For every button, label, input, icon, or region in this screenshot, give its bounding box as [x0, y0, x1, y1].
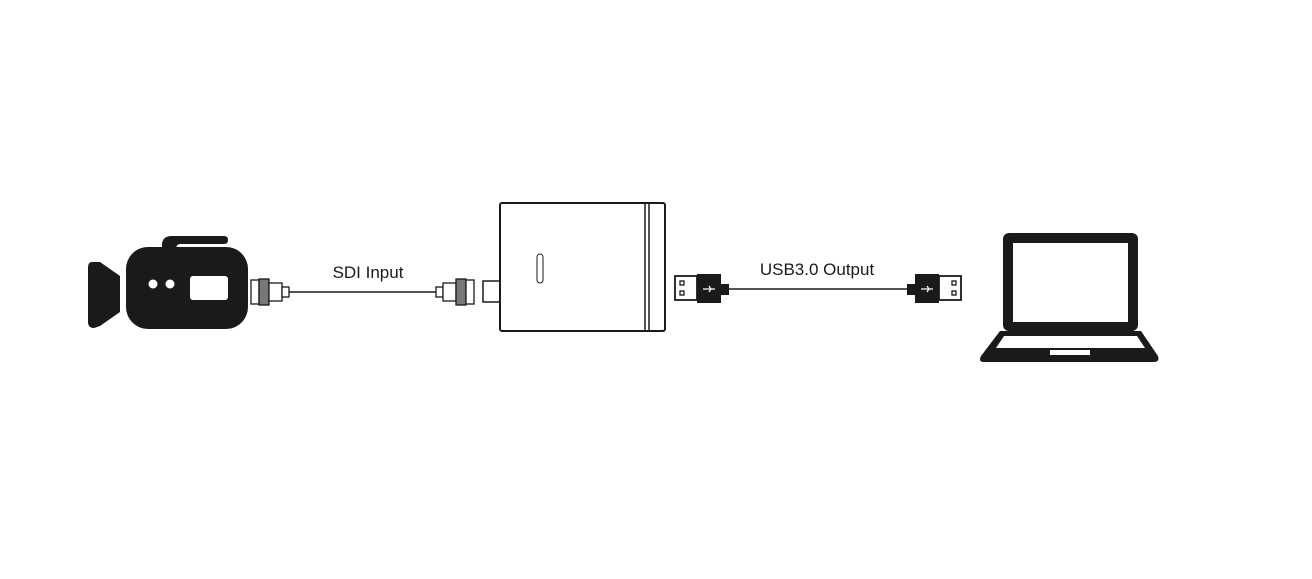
- usb-plug-icon: [674, 274, 729, 303]
- video-camera-icon: [88, 236, 248, 329]
- usb-output-label: USB3.0 Output: [760, 260, 875, 279]
- laptop-icon: [980, 233, 1159, 362]
- sdi-input-label: SDI Input: [333, 263, 404, 282]
- usb-plug-icon: [907, 274, 962, 303]
- bnc-connector-icon: [435, 278, 475, 306]
- bnc-connector-icon: [250, 278, 290, 306]
- led-slot: [536, 253, 544, 284]
- capture-device-icon: [482, 202, 666, 332]
